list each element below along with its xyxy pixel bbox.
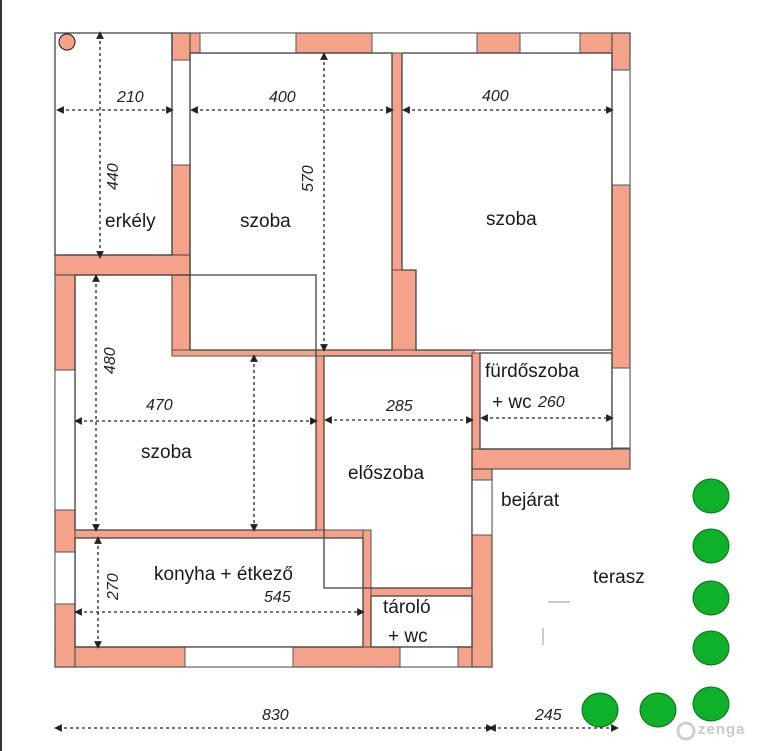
- dim-label-erkely-width: 210: [117, 89, 144, 106]
- room-outlines: [54, 32, 613, 648]
- dim-label-szoba-left-height: 480: [102, 347, 119, 374]
- tree-icon: [692, 686, 730, 722]
- dim-label-eloszoba-width: 285: [386, 398, 413, 415]
- room-label-furdoszoba-wc: + wc: [492, 392, 532, 413]
- room-label-erkely: erkély: [105, 211, 156, 232]
- tree-icon: [692, 528, 730, 564]
- watermark: zenga: [698, 721, 746, 738]
- room-label-tarolo: tároló: [383, 597, 431, 618]
- room-label-terasz: terasz: [593, 567, 645, 588]
- room-label-bejarat: bejárat: [501, 490, 560, 511]
- dim-label-total-width: 830: [262, 707, 289, 724]
- tree-icon: [692, 580, 730, 616]
- tree-icon: [692, 478, 730, 514]
- room-label-szoba-middle: szoba: [240, 211, 291, 232]
- dim-label-szoba-left-width: 470: [146, 397, 173, 414]
- dimension-lines: [54, 31, 619, 732]
- room-label-konyha: konyha + étkező: [154, 564, 293, 585]
- dim-label-konyha-width: 545: [264, 589, 291, 606]
- dim-label-terasz-width: 245: [535, 707, 562, 724]
- room-label-eloszoba: előszoba: [348, 463, 425, 484]
- dim-label-konyha-height: 270: [105, 573, 122, 600]
- tree-icon: [581, 692, 619, 728]
- tree-icon: [639, 692, 677, 728]
- dim-label-erkely-height: 440: [105, 163, 122, 190]
- dim-label-szoba-middle-width: 400: [269, 89, 296, 106]
- room-label-furdoszoba: fürdőszoba: [485, 361, 580, 382]
- dim-label-furdo-width: 260: [538, 394, 565, 411]
- room-label-tarolo-wc: + wc: [388, 626, 428, 647]
- logo-icon: [676, 721, 696, 741]
- room-label-szoba-left: szoba: [141, 442, 192, 463]
- dim-label-szoba-middle-height: 570: [300, 165, 317, 192]
- dim-label-szoba-right-width: 400: [482, 88, 509, 105]
- plant-pot-icon: [58, 33, 76, 51]
- tree-icon: [692, 630, 730, 666]
- trees: [581, 478, 730, 728]
- room-label-szoba-right: szoba: [486, 209, 537, 230]
